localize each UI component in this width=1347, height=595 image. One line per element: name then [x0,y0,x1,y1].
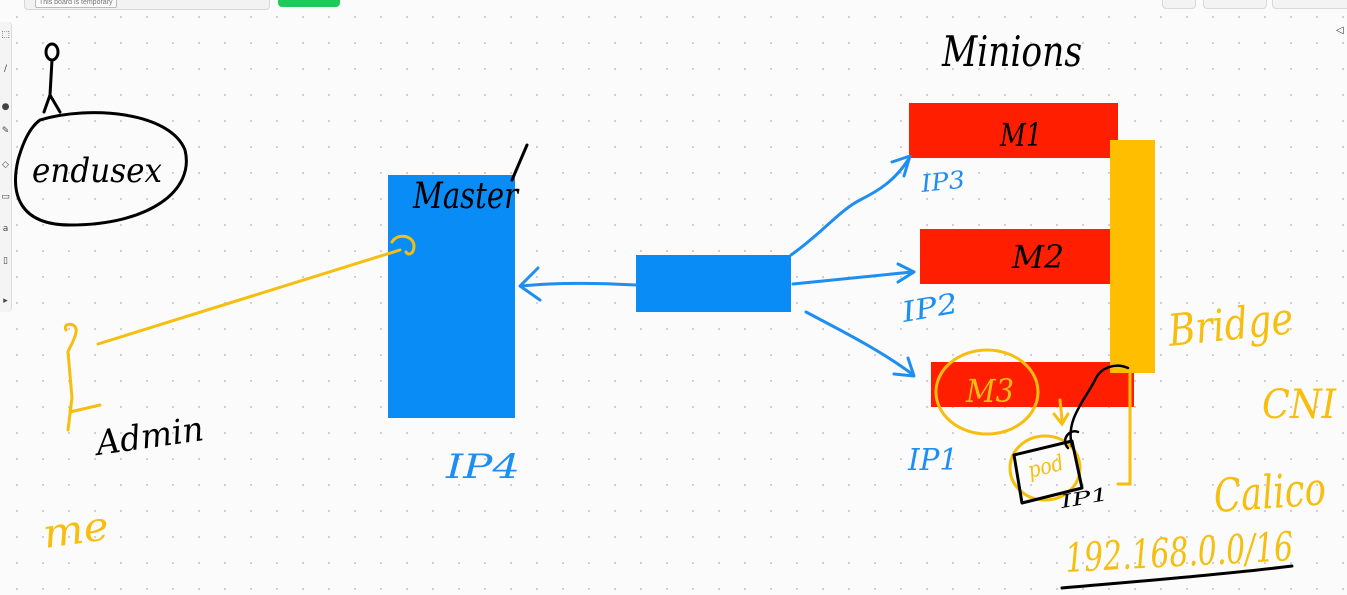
topbar-zoom-control[interactable] [1203,0,1267,9]
pod-label: pod [1025,451,1066,484]
m3-label: M3 [965,372,1014,410]
network-arrows [518,154,916,378]
topbar-account-button[interactable] [1272,0,1347,9]
bridge-label: Bridge [1165,293,1295,357]
load-balancer-box[interactable] [636,255,791,312]
shape-icon[interactable]: ▭ [1,192,10,202]
sticky-note-icon[interactable]: ▯ [3,256,8,266]
master-label: Master [412,176,519,217]
ip4-label: IP4 [445,447,520,487]
bridge-bar[interactable] [1110,140,1155,373]
enduser-figure [14,42,188,227]
subnet-underline [1060,564,1294,590]
pen-icon[interactable]: ✎ [1,126,10,136]
minion-m2-box[interactable] [920,229,1120,284]
pod-box [1008,364,1130,505]
calico-label: Calico [1212,461,1327,523]
cni-label: CNI [1262,382,1337,428]
eraser-icon[interactable]: ◇ [2,160,9,170]
minion-m1-box[interactable] [909,103,1118,158]
temporary-board-notice: This board is temporary [35,0,117,8]
master-box[interactable] [388,175,515,418]
top-bar: This board is temporary [0,0,1347,10]
enduser-label: endusex [32,151,162,191]
more-icon[interactable]: ▸ [3,296,8,306]
share-button[interactable] [278,0,340,7]
admin-figure [63,234,416,432]
ip1-label: IP1 [907,443,958,478]
m3-highlight [934,348,1132,486]
select-icon[interactable]: ⬚ [1,30,10,40]
subnet-label: 192.168.0.0/16 [1064,524,1294,582]
text-icon[interactable]: a [2,224,9,234]
m1-label: M1 [999,116,1042,154]
minions-label: Minions [941,27,1082,76]
collapse-panel-icon[interactable]: ◁ [1336,25,1344,36]
admin-label: Admin [91,409,206,464]
color-dot-icon[interactable]: ● [1,102,10,112]
me-label: me [40,503,112,558]
ip3-label: IP3 [919,166,967,199]
ip2-label: IP2 [898,287,960,329]
minion-m3-box[interactable] [931,362,1134,407]
m2-label: M2 [1011,238,1064,276]
master-label-stroke [510,143,529,182]
line-icon[interactable]: ∕ [3,64,8,74]
pod-ip-label: IP1 [1058,484,1110,513]
board-title-field[interactable]: This board is temporary [24,0,270,10]
drawing-toolbar: ⬚ ∕ ● ✎ ◇ ▭ a ▯ ▸ [0,22,12,312]
topbar-menu-button[interactable] [1162,0,1196,9]
